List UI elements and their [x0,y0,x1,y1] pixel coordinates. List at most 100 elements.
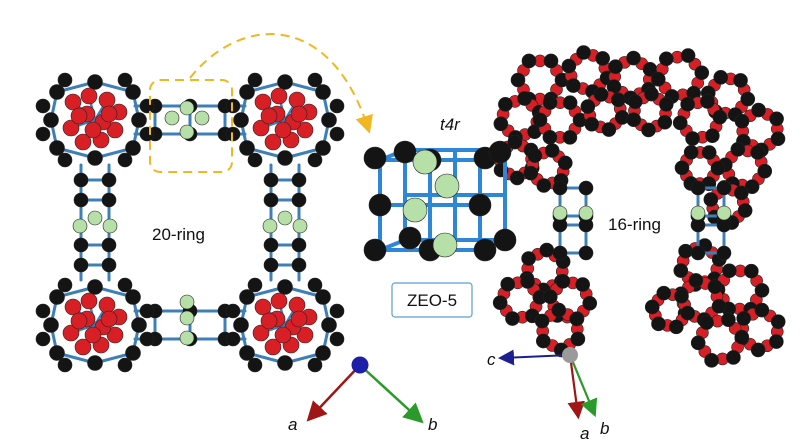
t-atom [644,299,660,315]
t-atom [740,91,756,107]
oxygen-atom [74,338,92,356]
t-atom [505,311,520,326]
t4r-atom [194,110,210,126]
t-atom [539,242,555,258]
t-atom [57,357,73,373]
t-atom [690,335,706,351]
t-atom [734,113,750,129]
t-atom [726,350,741,365]
t-atom [363,238,387,262]
t-atom [580,99,596,114]
framework-20-ring [35,72,345,373]
t-atom [674,160,690,176]
oxygen-atom [288,91,306,109]
t-atom [543,53,559,69]
t-atom [263,257,279,273]
t-atom [492,295,508,311]
t-atom [139,126,155,142]
t-atom [49,140,65,156]
t-atom [125,84,141,100]
highlight-arrow [189,33,373,134]
t-atom [521,251,536,266]
t-atom [651,316,666,332]
t4r-atom [716,205,732,221]
t-atom [659,51,674,67]
t-atom [704,353,719,368]
oxygen-atom [288,296,306,314]
oxygen-atom [64,298,82,316]
t-atom [712,109,728,125]
t-atom [500,276,516,292]
t-atom [509,170,525,186]
t-atom [101,192,117,208]
t-atom [562,130,578,145]
t-atom [321,112,337,128]
t-atom [542,95,558,110]
t-atom [307,72,323,88]
t-atom [658,97,674,112]
oxygen-atom [62,324,80,342]
t-atom [532,112,548,128]
t-atom [468,193,492,217]
oxygen-atom [70,107,88,125]
t-atom [510,72,526,88]
t-atom [769,111,784,127]
t-atom [277,279,293,295]
t-atom [716,245,732,261]
t-atom [678,243,693,259]
t-atom [73,192,89,208]
t-atom [721,312,736,327]
t4r-atom [102,218,118,234]
t-atom [552,180,568,196]
t-atom [139,98,155,114]
t-atom [329,98,345,114]
t-atom [307,277,323,293]
t-atom [125,289,141,305]
oxygen-atom [98,91,116,109]
t-atom [521,53,537,69]
t-atom [131,112,147,128]
t-atom [87,150,103,166]
t-atom [277,74,293,90]
axis-a-arrow [306,364,361,422]
t4r-atom [434,173,460,199]
t-atom [601,122,617,137]
t-atom [307,357,323,373]
t4r-atom [179,124,195,140]
t-atom [551,302,567,318]
oxygen-atom [252,119,270,137]
t-atom [757,163,773,179]
t-atom [680,305,696,321]
t-atom [225,331,241,347]
t-atom [117,152,133,168]
t4r-atom [179,310,195,326]
t-atom [576,45,591,60]
t-atom [544,143,560,158]
t-atom [694,65,710,81]
t-atom [233,317,249,333]
t-atom [685,131,700,146]
t-atom [498,97,513,112]
t-atom [57,277,73,293]
t-atom [668,319,684,335]
t-atom [263,237,279,253]
t-atom [363,146,387,170]
t-atom [737,203,753,218]
t-atom [321,317,337,333]
t-atom [542,129,558,145]
t-atom [644,86,659,102]
t-atom [672,115,688,131]
t-atom [626,112,642,127]
t-atom [329,303,345,319]
t-atom [49,345,65,361]
t-atom [552,245,568,261]
t4r-atom [412,149,438,175]
oxygen-atom [274,121,292,139]
t4r-highlight-box [149,79,233,173]
oxygen-atom [252,324,270,342]
axes-left: a b [288,356,437,434]
t4r-atom [578,205,594,221]
axis-a-label: a [288,415,297,434]
t-atom [584,116,600,132]
t4r-atom [690,205,706,221]
